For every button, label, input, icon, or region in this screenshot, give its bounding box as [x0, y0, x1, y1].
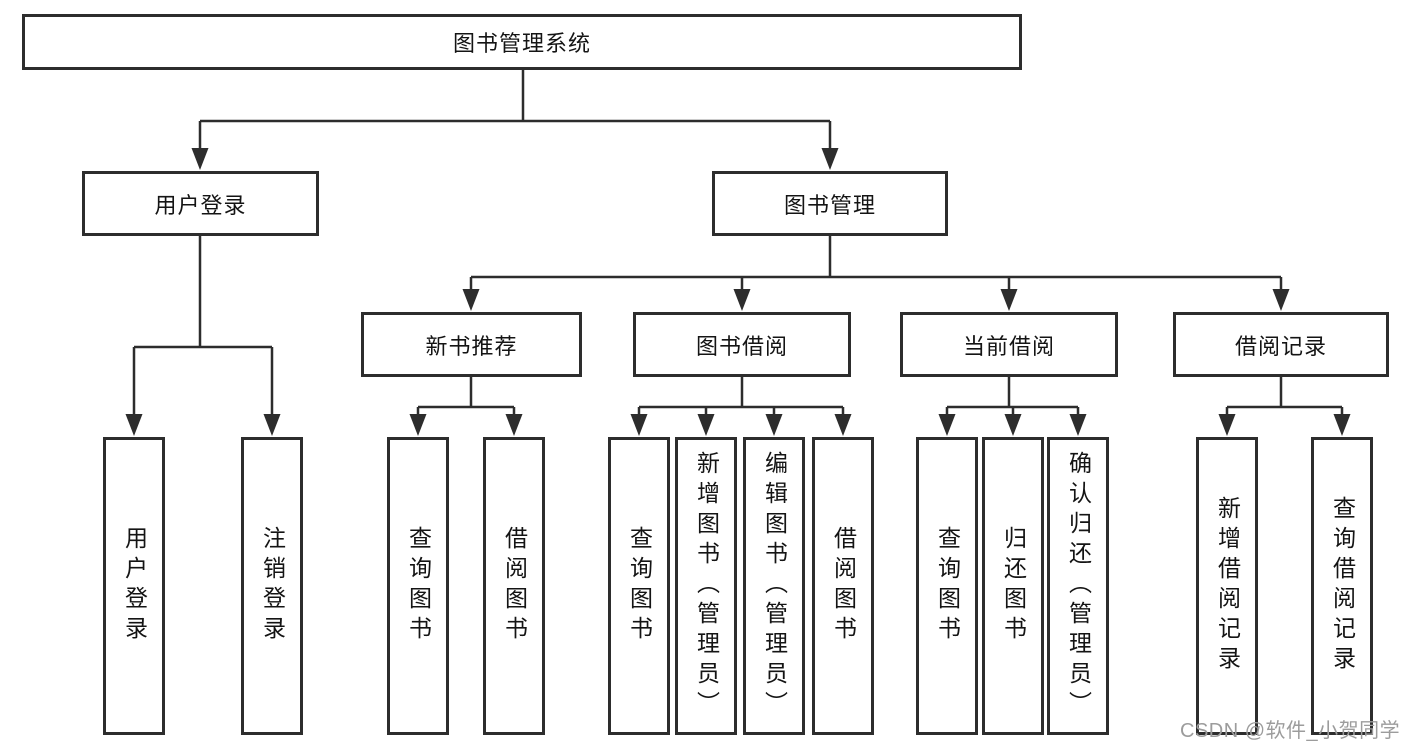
leaf-edit-book-admin: 编辑图书（管理员） — [743, 437, 805, 735]
leaf-borrow-books-recommend: 借阅图书 — [483, 437, 545, 735]
leaf-add-book-admin: 新增图书（管理员） — [675, 437, 737, 735]
leaf-confirm-return-admin: 确认归还（管理员） — [1047, 437, 1109, 735]
leaf-return-book: 归还图书 — [982, 437, 1044, 735]
csdn-watermark: CSDN @软件_小贺同学 — [1180, 720, 1401, 742]
node-user-login: 用户登录 — [82, 171, 319, 236]
node-book-management: 图书管理 — [712, 171, 948, 236]
leaf-add-borrow-record: 新增借阅记录 — [1196, 437, 1258, 735]
node-current-borrow: 当前借阅 — [900, 312, 1118, 377]
node-new-book-recommend: 新书推荐 — [361, 312, 582, 377]
leaf-user-login: 用户登录 — [103, 437, 165, 735]
node-library-management-system: 图书管理系统 — [22, 14, 1022, 70]
leaf-query-books-recommend: 查询图书 — [387, 437, 449, 735]
leaf-query-borrow-record: 查询借阅记录 — [1311, 437, 1373, 735]
node-book-borrow: 图书借阅 — [633, 312, 851, 377]
leaf-borrow-books-borrow: 借阅图书 — [812, 437, 874, 735]
leaf-logout: 注销登录 — [241, 437, 303, 735]
leaf-query-books-borrow: 查询图书 — [608, 437, 670, 735]
leaf-query-books-current: 查询图书 — [916, 437, 978, 735]
node-borrow-records: 借阅记录 — [1173, 312, 1389, 377]
